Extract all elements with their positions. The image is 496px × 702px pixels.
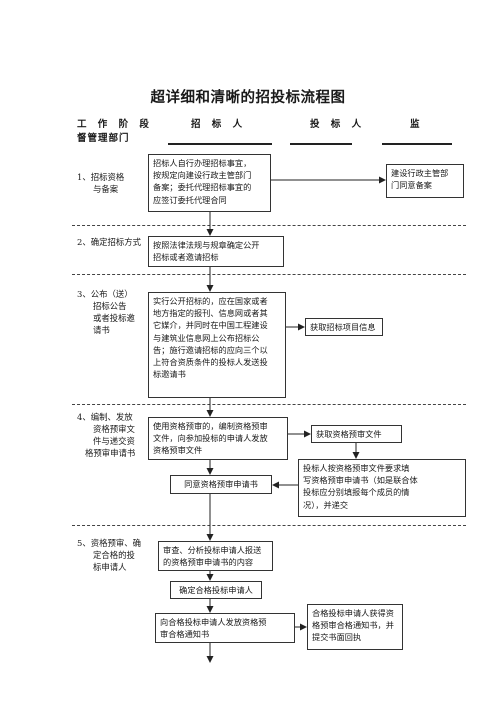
header-tenderer: 招 标 人: [191, 119, 247, 130]
stage-4-label: 4、编制、发放 资格预审文 件与递交资 格预审申请书: [77, 412, 136, 458]
header-bidder: 投 标 人: [310, 119, 366, 130]
box-review: 审查、分析投标申请人报送 的资格预审申请书的内容: [158, 541, 273, 571]
stage-1-label: 1、招标资格 与备案: [77, 172, 125, 194]
stage-divider: [72, 225, 466, 226]
box-admin-approve: 建设行政主管部 门同意备案: [386, 164, 464, 198]
stage-divider: [72, 525, 466, 526]
box-self-or-agent: 招标人自行办理招标事宜， 按规定向建设行政主管部门 备案；委托代理招标事宜的 应…: [148, 154, 271, 212]
stage-2-label: 2、确定招标方式: [77, 237, 141, 247]
supervisor-column-rule: [382, 143, 452, 145]
box-send-notice: 向合格投标申请人发放资格预 审合格通知书: [155, 613, 295, 643]
bidder-column-rule: [290, 143, 352, 145]
box-get-info: 获取招标项目信息: [305, 318, 383, 336]
box-get-prequal: 获取资格预审文件: [311, 425, 402, 443]
box-prequal-docs: 使用资格预审的，编制资格预审 文件，向参加投标的申请人发放 资格预审文件: [148, 417, 288, 460]
stage-divider: [72, 274, 466, 275]
box-publish: 实行公开招标的，应在国家或者 地方指定的报刊、信息网或者其 它媒介，并同时在中国…: [148, 292, 286, 398]
tenderer-column-rule: [168, 143, 272, 145]
box-method: 按照法律法规与规章确定公开 招标或者邀请招标: [148, 236, 284, 267]
stage-5-label: 5、资格预审、确 定合格的投 标申请人: [77, 538, 141, 572]
header-supervisor-continued: 督管理部门: [77, 133, 130, 144]
header-supervisor: 监: [410, 119, 424, 130]
box-agree-application: 同意资格预审申请书: [170, 475, 272, 494]
page-title: 超详细和清晰的招投标流程图: [150, 90, 346, 106]
box-submit-application: 投标人按资格预审文件要求填 写资格预审申请书（如是联合体 投标应分别填报每个成员…: [298, 459, 466, 517]
header-stage: 工 作 阶 段: [77, 119, 153, 130]
box-confirm-qualified: 确定合格投标申请人: [170, 581, 262, 599]
stage-3-label: 3、公布（送） 招标公告 或者投标邀 请书: [77, 289, 135, 335]
box-receive-notice: 合格投标申请人获得资 格预审合格通知书，并 提交书面回执: [307, 604, 403, 650]
stage-divider: [72, 404, 466, 405]
